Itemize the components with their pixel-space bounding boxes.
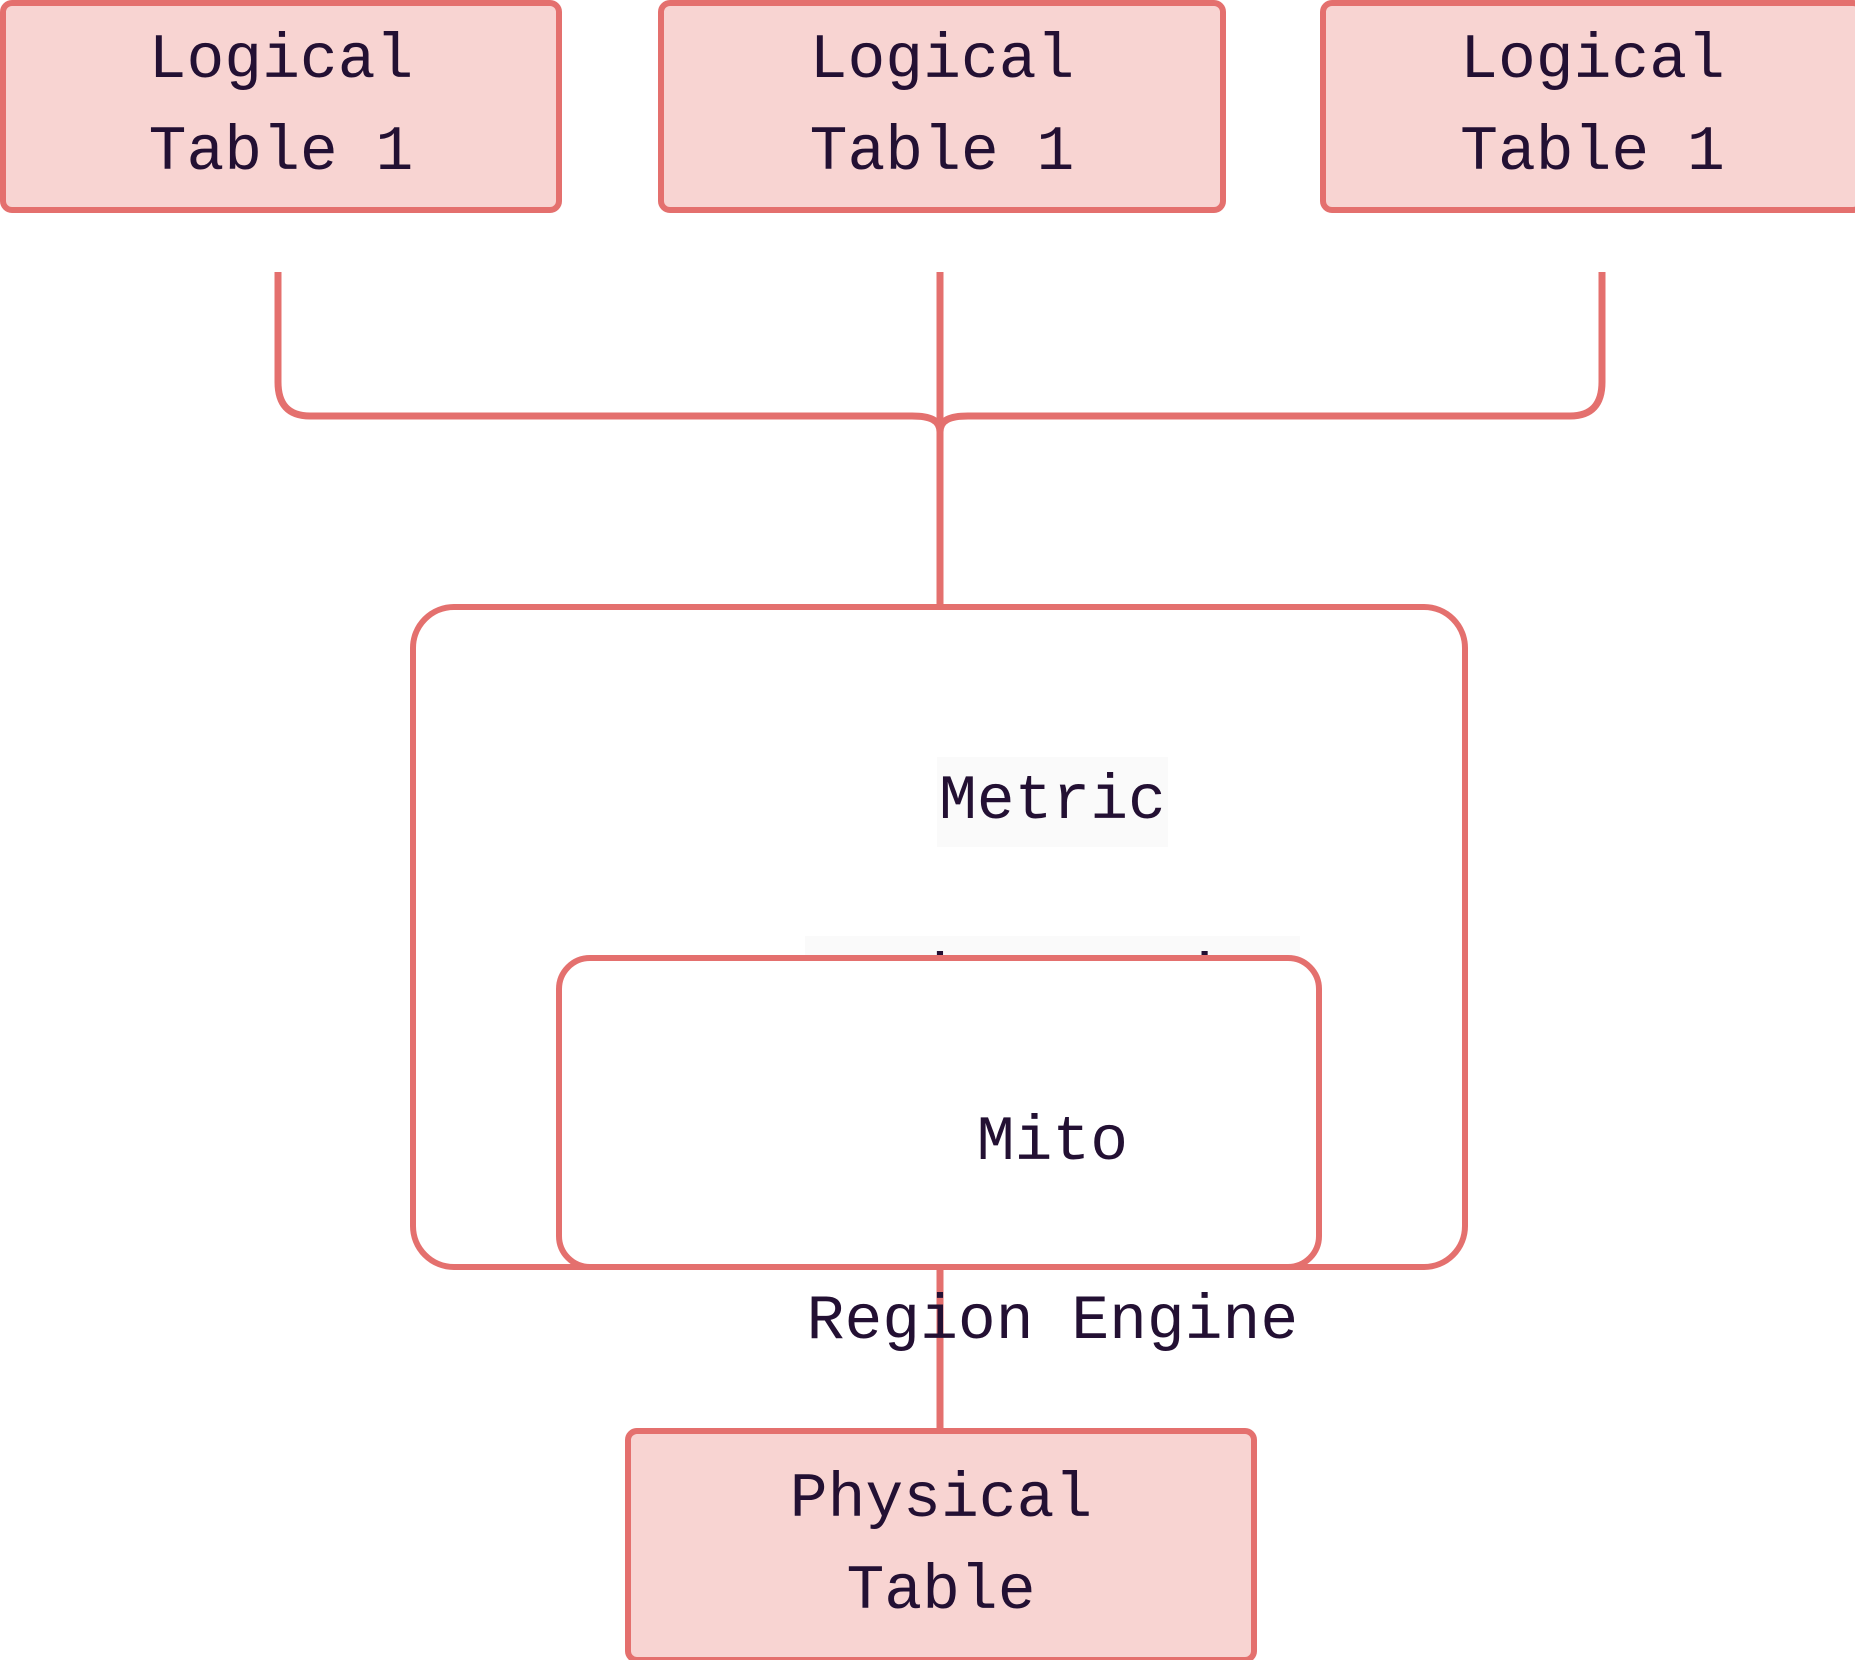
arrowhead-logical-3: [1584, 213, 1620, 276]
arrowhead-logical-2: [922, 213, 958, 276]
logical-table-3-box[interactable]: Logical Table 1: [1320, 0, 1855, 213]
logical-table-1-line1: Logical: [148, 25, 414, 97]
logical-table-2-line2: Table 1: [809, 116, 1075, 188]
mito-region-engine-line1: Mito: [976, 1107, 1129, 1179]
logical-table-3-line1: Logical: [1460, 25, 1725, 97]
physical-table-line2: Table: [846, 1555, 1036, 1627]
edge-bus-left: [274, 272, 944, 433]
physical-table-line1: Physical: [789, 1464, 1093, 1536]
logical-table-1-box[interactable]: Logical Table 1: [0, 0, 562, 213]
logical-table-3-line2: Table 1: [1460, 116, 1725, 188]
logical-table-1-line2: Table 1: [148, 116, 414, 188]
mito-region-engine-label: Mito Region Engine: [562, 1009, 1316, 1456]
metric-region-engine-line1: Metric: [937, 757, 1168, 847]
arrowhead-logical-1: [260, 213, 296, 276]
mito-region-engine-line2: Region Engine: [806, 1286, 1299, 1358]
edge-bus-right: [936, 272, 1606, 433]
mito-region-engine-container[interactable]: Mito Region Engine: [556, 955, 1322, 1357]
logical-table-2-box[interactable]: Logical Table 1: [658, 0, 1226, 213]
physical-table-box[interactable]: Physical Table: [625, 1428, 1257, 1660]
logical-table-2-line1: Logical: [809, 25, 1075, 97]
